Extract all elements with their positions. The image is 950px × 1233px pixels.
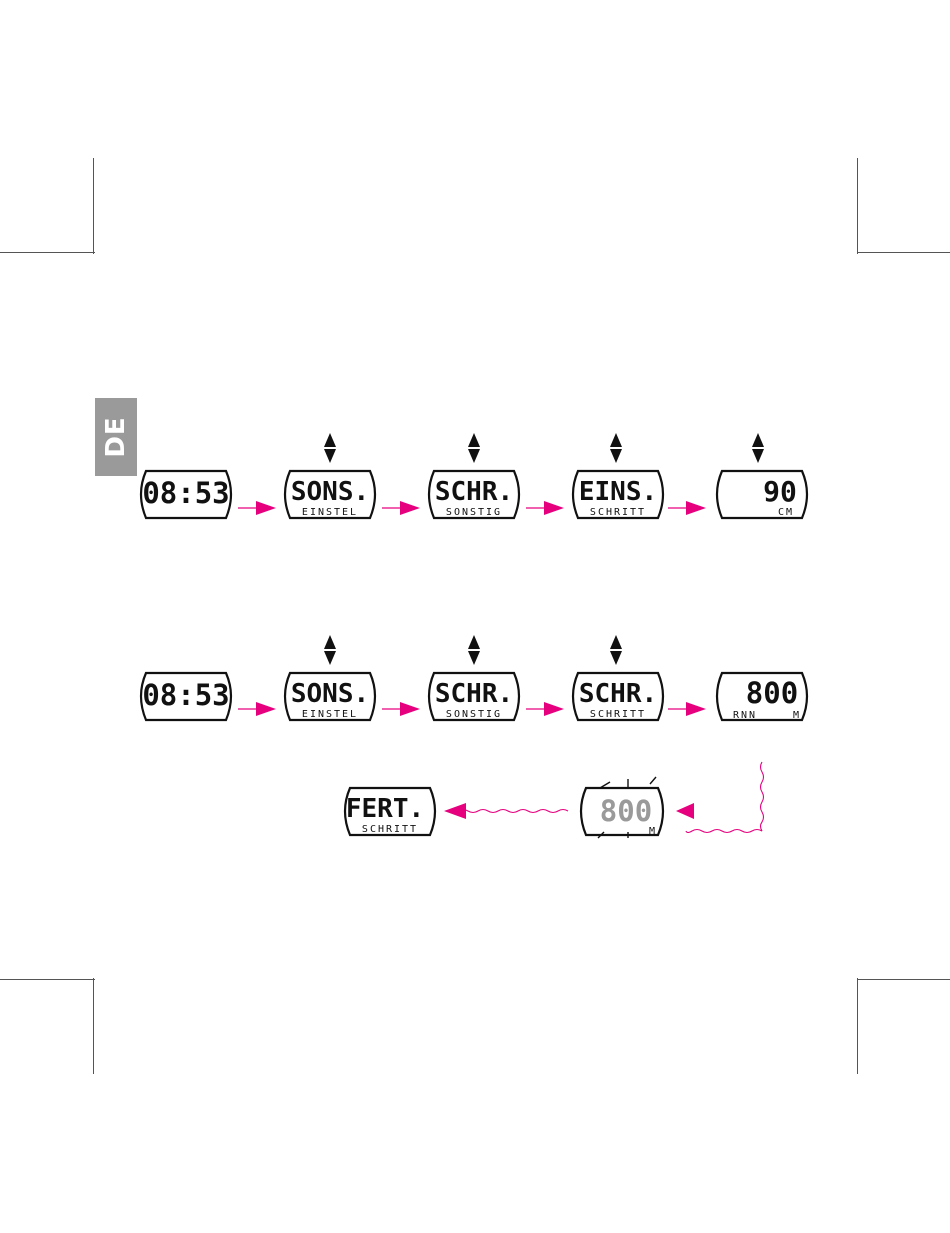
row2-screen-5: 800 RNN M (717, 673, 807, 721)
display-sub-text: SONSTIG (446, 507, 502, 518)
row1-screen-4: EINS. SCHRITT (573, 471, 663, 518)
display-main-text: 08:53 (142, 678, 229, 712)
right-arrow-icon (238, 702, 276, 716)
row3-screen-blinking-value: 800 M (581, 777, 663, 838)
display-main-text: 800 (746, 676, 798, 710)
display-sub-text-right: M (793, 710, 799, 721)
display-main-text: SONS. (291, 679, 369, 709)
row2-screen-2: SONS. EINSTEL (285, 673, 375, 720)
right-arrow-icon (238, 501, 276, 515)
display-sub-text: SCHRITT (362, 824, 418, 835)
display-sub-text-left: RNN (733, 710, 757, 721)
left-arrow-icon (444, 803, 568, 819)
display-sub-text: SCHRITT (590, 709, 646, 720)
row1-screen-2: SONS. EINSTEL (285, 471, 375, 518)
display-sub-text: SONSTIG (446, 709, 502, 720)
display-main-text: SONS. (291, 477, 369, 507)
display-main-text: SCHR. (435, 679, 513, 709)
row1-screen-5: 90 CM (717, 471, 807, 518)
display-sub-text: CM (778, 507, 794, 518)
up-down-arrow-icon (324, 635, 336, 665)
row1-screen-3: SCHR. SONSTIG (429, 471, 519, 518)
row2-screen-3: SCHR. SONSTIG (429, 673, 519, 720)
up-down-arrow-icon (610, 635, 622, 665)
up-down-arrow-icon (324, 433, 336, 463)
display-main-text: SCHR. (435, 477, 513, 507)
right-arrow-icon (668, 501, 706, 515)
right-arrow-icon (382, 702, 420, 716)
right-arrow-icon (382, 501, 420, 515)
row2-screen-1: 08:53 (141, 673, 231, 720)
row1-screen-1: 08:53 (141, 471, 231, 518)
up-down-arrow-icon (610, 433, 622, 463)
display-sub-text: SCHRITT (590, 507, 646, 518)
display-sub-text: EINSTEL (302, 507, 358, 518)
display-main-text: 08:53 (142, 476, 229, 510)
right-arrow-icon (526, 702, 564, 716)
row3-screen-fertig: FERT. SCHRITT (345, 788, 435, 835)
display-main-text: SCHR. (579, 679, 657, 709)
hold-button-wavy-line-icon (676, 762, 764, 833)
up-down-arrow-icon (468, 433, 480, 463)
right-arrow-icon (668, 702, 706, 716)
display-main-text: 90 (763, 475, 797, 508)
up-down-arrow-icon (468, 635, 480, 665)
display-sub-text: EINSTEL (302, 709, 358, 720)
right-arrow-icon (526, 501, 564, 515)
row2-screen-4: SCHR. SCHRITT (573, 673, 663, 720)
up-down-arrow-icon (752, 433, 764, 463)
display-main-text: 800 (600, 794, 652, 828)
display-main-text: FERT. (346, 794, 424, 824)
display-main-text: EINS. (579, 477, 657, 507)
display-sub-text: M (649, 826, 655, 837)
